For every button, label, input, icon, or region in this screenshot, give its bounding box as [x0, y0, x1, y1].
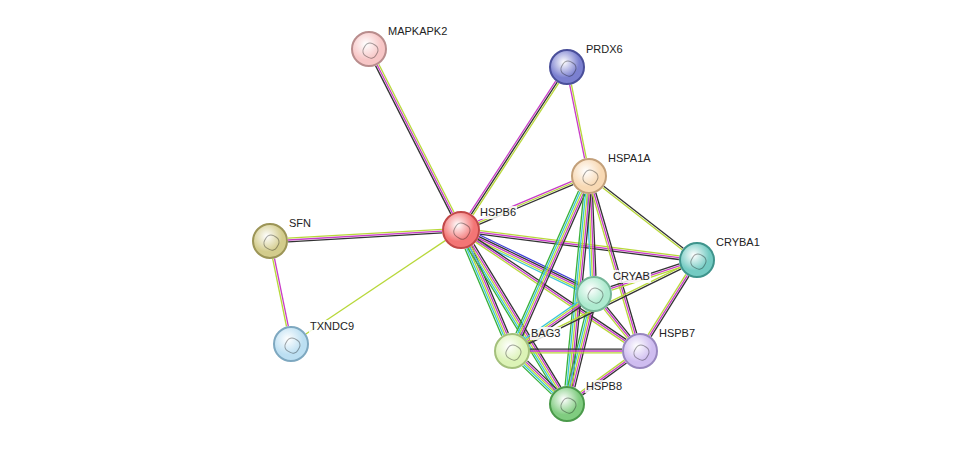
protein-circle — [442, 211, 480, 249]
interaction-edge — [478, 181, 573, 224]
evidence-line — [288, 229, 442, 238]
interaction-edge — [603, 186, 684, 249]
protein-node: SFN — [252, 223, 288, 259]
evidence-line — [479, 183, 573, 223]
protein-label: HSPB8 — [585, 380, 623, 393]
evidence-line — [526, 362, 555, 390]
evidence-line — [477, 241, 625, 341]
evidence-line — [604, 186, 684, 248]
interaction-edge — [288, 229, 442, 242]
evidence-line — [570, 85, 585, 159]
interaction-edge — [530, 349, 622, 353]
evidence-line — [530, 350, 622, 351]
evidence-line — [523, 366, 552, 394]
evidence-line — [273, 259, 287, 327]
interaction-edge — [592, 193, 636, 334]
protein-node: CRYBA1 — [679, 242, 715, 278]
evidence-line — [530, 349, 622, 350]
protein-label: SFN — [288, 217, 312, 230]
evidence-line — [379, 64, 454, 212]
evidence-line — [473, 83, 559, 215]
evidence-line — [518, 192, 581, 334]
interaction-edge — [376, 64, 454, 214]
protein-circle — [494, 333, 530, 369]
evidence-line — [479, 185, 573, 225]
evidence-line — [604, 309, 627, 338]
protein-node: HSPB7 — [622, 333, 658, 369]
protein-label: CRYAB — [612, 270, 651, 283]
interaction-edge — [581, 360, 627, 395]
protein-circle — [252, 223, 288, 259]
interaction-edge — [604, 307, 630, 338]
protein-node: PRDX6 — [549, 49, 585, 85]
evidence-line — [596, 193, 637, 333]
protein-circle — [576, 276, 612, 312]
evidence-line — [469, 247, 556, 389]
evidence-line — [582, 362, 626, 394]
interaction-edge — [306, 241, 445, 334]
interaction-edge — [570, 85, 587, 159]
protein-node: CRYAB — [576, 276, 612, 312]
protein-circle — [273, 326, 309, 362]
evidence-line — [525, 364, 554, 392]
protein-label: BAG3 — [530, 327, 561, 340]
protein-label: HSPB7 — [658, 327, 696, 340]
evidence-line — [594, 193, 635, 333]
protein-circle — [351, 31, 387, 67]
interaction-edge — [523, 361, 557, 394]
protein-label: HSPA1A — [607, 152, 652, 165]
evidence-line — [581, 360, 625, 392]
interaction-edge — [516, 191, 585, 336]
evidence-line — [528, 307, 581, 343]
protein-label: PRDX6 — [585, 43, 624, 56]
evidence-line — [472, 245, 559, 387]
evidence-line — [592, 194, 633, 334]
evidence-line — [275, 259, 289, 327]
evidence-line — [583, 363, 627, 395]
protein-label: CRYBA1 — [715, 236, 761, 249]
evidence-line — [524, 365, 553, 393]
protein-node: BAG3 — [494, 333, 530, 369]
evidence-line — [605, 308, 628, 337]
protein-node: HSPB8 — [549, 386, 585, 422]
evidence-line — [376, 66, 451, 214]
evidence-line — [478, 181, 572, 221]
evidence-line — [603, 188, 683, 250]
protein-circle — [622, 333, 658, 369]
evidence-line — [288, 231, 442, 240]
evidence-line — [530, 352, 622, 353]
evidence-line — [648, 274, 686, 335]
evidence-line — [468, 248, 555, 390]
protein-node: HSPA1A — [571, 158, 607, 194]
evidence-line — [571, 85, 586, 159]
protein-circle — [549, 386, 585, 422]
protein-label: MAPKAPK2 — [387, 25, 448, 38]
protein-circle — [571, 158, 607, 194]
protein-label: HSPB6 — [479, 206, 517, 219]
interaction-edge — [273, 259, 289, 327]
protein-label: TXNDC9 — [309, 320, 355, 333]
evidence-line — [306, 241, 445, 334]
protein-node: HSPB6 — [442, 211, 480, 249]
evidence-line — [607, 307, 630, 336]
protein-circle — [679, 242, 715, 278]
protein-circle — [549, 49, 585, 85]
protein-node: TXNDC9 — [273, 326, 309, 362]
protein-node: MAPKAPK2 — [351, 31, 387, 67]
evidence-line — [377, 65, 452, 213]
